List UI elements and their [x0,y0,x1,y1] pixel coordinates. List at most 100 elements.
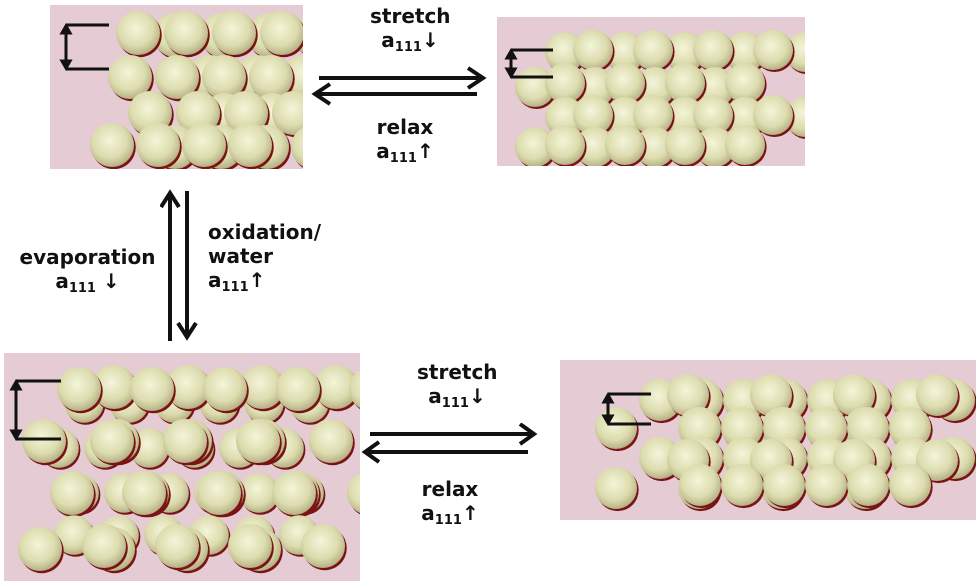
atom-sphere [239,473,279,513]
atom-sphere [595,407,637,449]
atom-sphere [595,467,637,509]
atom-sphere [57,367,101,411]
atom-sphere [847,464,889,506]
atom-sphere [763,464,805,506]
interlayer-spacing-marker [9,378,61,442]
atom-sphere [633,95,673,135]
atom-sphere [833,374,875,416]
atom-sphere [679,464,721,506]
lattice-panel-top-left [50,5,303,169]
evaporation-label: evaporation a111 ↓ [19,245,156,296]
atom-sphere [276,367,320,411]
atom-sphere [291,127,303,167]
top-relax-label: relax a111↑ [376,115,434,166]
atom-sphere [155,524,199,568]
vertical-equilibrium-arrows [160,189,198,341]
atom-sphere [202,55,246,99]
relax-arrow-left [361,440,528,464]
stretch-arrow-right [370,423,538,446]
oxidation-water-label: oxidation/ water a111↑ [208,220,322,295]
atom-sphere [272,91,303,135]
atom-sphere [679,407,721,449]
atom-sphere [197,471,241,515]
atom-sphere [545,63,585,103]
atom-sphere [805,464,847,506]
atom-sphere [916,374,958,416]
sphere-lattice-bottom-right [595,374,976,512]
atom-sphere [240,365,284,409]
atom-sphere [665,125,705,165]
atom-sphere [182,123,226,167]
arrow-down-icon: ↓ [421,28,439,52]
atom-sphere [314,365,358,409]
sphere-lattice-top-right [504,30,805,166]
lattice-panel-bottom-left [4,353,360,581]
atom-sphere [164,11,208,55]
atom-sphere [605,63,645,103]
atom-sphere [136,123,180,167]
atom-sphere [805,407,847,449]
atom-sphere [573,95,613,135]
atom-sphere [272,471,316,515]
atom-sphere [633,30,673,70]
atom-sphere [203,367,247,411]
atom-sphere [116,11,160,55]
atom-sphere [163,419,207,463]
atom-sphere [847,407,889,449]
atom-sphere [166,365,210,409]
atom-sphere [515,127,555,166]
atom-sphere [92,365,136,409]
atom-sphere [750,374,792,416]
atom-sphere [753,95,793,135]
oxidation-arrow-down [176,191,198,341]
evaporation-arrow-up [160,189,181,341]
atom-sphere [228,524,272,568]
atom-sphere [763,407,805,449]
interlayer-spacing-marker [59,22,109,72]
relax-arrow-left [311,82,477,106]
atom-sphere [575,127,615,166]
lattice-panel-bottom-right [560,360,976,520]
lattice-panel-top-right [497,17,805,166]
arrow-down-icon: ↓ [102,269,120,293]
atom-sphere [889,407,931,449]
atom-sphere [228,123,272,167]
atom-sphere [347,472,360,514]
bottom-stretch-label: stretch a111↓ [417,360,498,411]
atom-sphere [260,11,303,55]
atom-sphere [721,407,763,449]
atom-sphere [309,419,353,463]
interlayer-spacing-marker [601,391,651,427]
atom-sphere [667,374,709,416]
atom-sphere [635,127,675,166]
atom-sphere [90,123,134,167]
atom-sphere [725,63,765,103]
atom-sphere [236,419,280,463]
arrow-down-icon: ↓ [468,384,486,408]
atom-sphere [693,95,733,135]
bottom-equilibrium-arrows [361,423,538,464]
interlayer-spacing-marker [504,47,553,80]
sphere-lattice-bottom-left [9,365,360,574]
atom-sphere [122,471,166,515]
arrow-up-icon: ↑ [461,501,479,525]
atom-sphere [224,91,268,135]
atom-sphere [725,125,765,165]
atom-sphere [573,30,613,70]
arrow-up-icon: ↑ [248,268,266,292]
atom-sphere [916,439,958,481]
top-equilibrium-arrows [311,66,487,106]
atom-sphere [249,55,293,99]
atom-sphere [90,419,134,463]
atom-sphere [889,464,931,506]
atom-sphere [693,30,733,70]
atom-sphere [108,55,152,99]
atom-sphere [545,125,585,165]
atom-sphere [22,419,66,463]
atom-sphere [665,63,705,103]
atom-sphere [130,367,174,411]
atom-sphere [695,127,735,166]
bottom-relax-label: relax a111↑ [421,477,479,528]
top-stretch-label: stretch a111↓ [370,4,451,55]
atom-sphere [82,524,126,568]
